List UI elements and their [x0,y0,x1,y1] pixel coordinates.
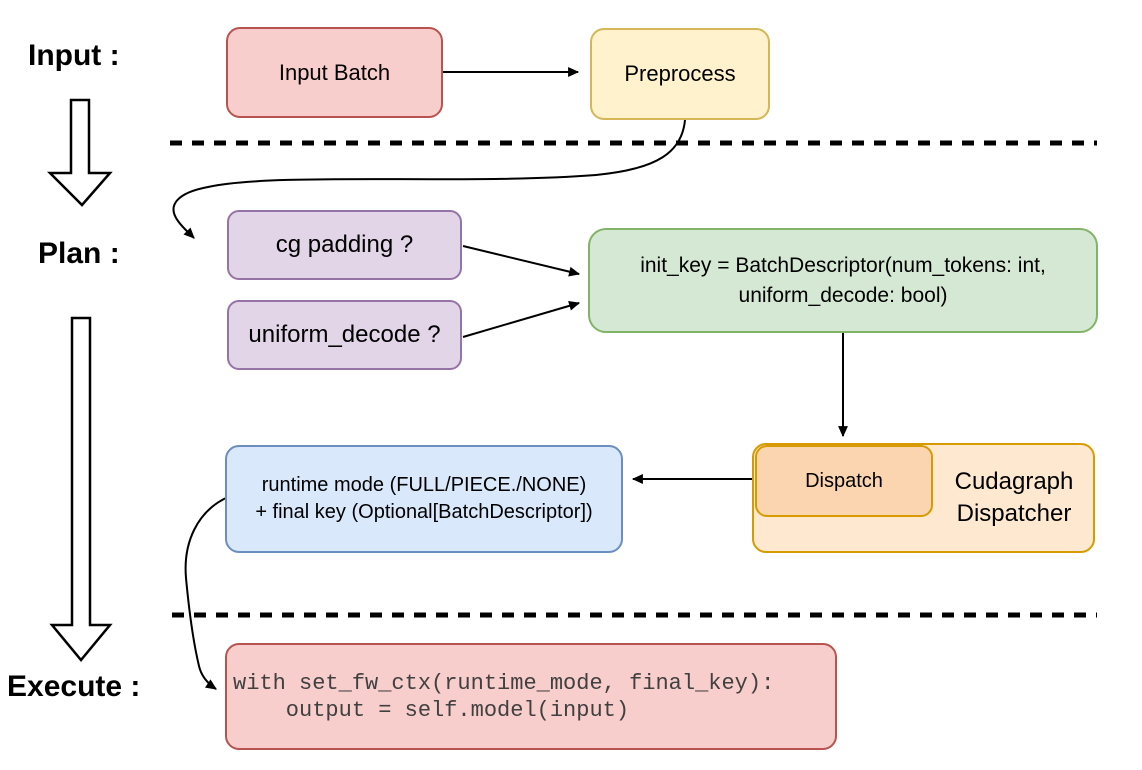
arrow-runtime-mode-to-execute [184,496,229,690]
arrow-cg-padding-to-init-key [462,245,581,277]
stage-arrow-input-to-plan-icon [46,98,113,207]
node-dispatch: Dispatch [755,445,933,517]
arrow-preprocess-to-cg-padding [172,119,686,239]
node-runtime-mode: runtime mode (FULL/PIECE./NONE) + final … [225,445,623,553]
node-init-key: init_key = BatchDescriptor(num_tokens: i… [588,228,1098,333]
node-preprocess-label: Preprocess [624,61,736,87]
cudagraph-label-line2: Dispatcher [956,500,1072,527]
node-runtime-mode-line1: runtime mode (FULL/PIECE./NONE) [261,474,587,496]
node-runtime-mode-line2: + final key (Optional[BatchDescriptor]) [255,501,593,523]
stage-arrow-plan-to-execute-icon [49,316,113,662]
node-execute-code: with set_fw_ctx(runtime_mode, final_key)… [225,643,837,750]
node-preprocess: Preprocess [590,28,770,120]
cudagraph-label-line1: Cudagraph [954,467,1074,495]
node-uniform-decode: uniform_decode ? [227,300,462,370]
node-cudagraph-dispatcher-label: Cudagraph Dispatcher [933,443,1095,553]
node-init-key-line1: init_key = BatchDescriptor(num_tokens: i… [640,254,1046,278]
stage-label-input: Input : [28,39,120,72]
execute-code-line2: output = self.model(input) [233,697,630,723]
node-cg-padding-label: cg padding ? [275,231,414,259]
node-uniform-decode-label: uniform_decode ? [248,321,441,349]
stage-label-execute: Execute : [7,670,141,703]
node-dispatch-label: Dispatch [805,469,883,492]
node-init-key-line2: uniform_decode: bool) [738,283,948,307]
execute-code-line1: with set_fw_ctx(runtime_mode, final_key)… [233,670,775,696]
node-input-batch: Input Batch [226,27,443,118]
stage-label-plan: Plan : [38,237,120,270]
node-cg-padding: cg padding ? [227,210,462,280]
arrow-uniform-decode-to-init-key [462,301,581,338]
node-input-batch-label: Input Batch [278,59,391,85]
